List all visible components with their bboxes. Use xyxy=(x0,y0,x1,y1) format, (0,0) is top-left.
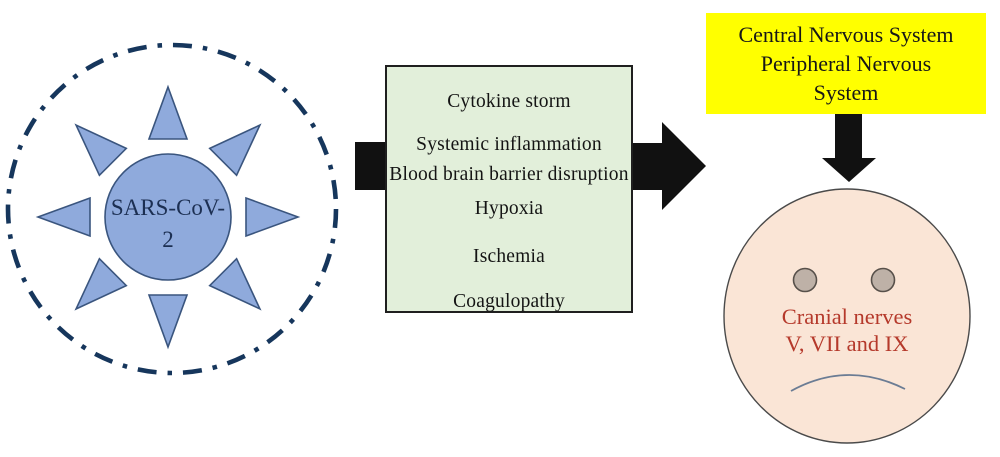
spike-icon xyxy=(74,123,128,177)
spike-icon xyxy=(74,257,128,311)
mechanism-ischemia: Ischemia xyxy=(473,246,545,267)
connector-shaft xyxy=(355,142,386,190)
spike-icon xyxy=(35,196,91,238)
mechanisms-box: Cytokine storm Systemic inflammation Blo… xyxy=(385,65,633,313)
frown-mouth-icon xyxy=(790,374,906,392)
mechanism-systemic-inflammation: Systemic inflammation xyxy=(416,134,602,155)
mechanism-hypoxia: Hypoxia xyxy=(474,198,544,219)
spike-icon xyxy=(147,84,189,140)
arrow-down-icon xyxy=(822,114,876,182)
arrow-right-icon xyxy=(633,122,706,210)
spike-icon xyxy=(147,294,189,350)
cns-line-1: Central Nervous System xyxy=(738,22,954,47)
virus-label-line1: SARS-CoV- xyxy=(111,195,225,220)
spike-icon xyxy=(208,123,262,177)
cns-line-3: System xyxy=(813,80,879,105)
mechanism-bbb-disruption: Blood brain barrier disruption xyxy=(389,164,629,185)
virus-graphic: SARS-CoV- 2 xyxy=(5,42,339,376)
spike-icon xyxy=(245,196,301,238)
mechanism-coagulopathy: Coagulopathy xyxy=(453,291,565,312)
dashed-circle xyxy=(5,42,339,376)
cns-pns-box: Central Nervous System Peripheral Nervou… xyxy=(706,13,986,114)
cranial-nerves-line2: V, VII and IX xyxy=(785,331,909,356)
virus-label-line2: 2 xyxy=(162,227,174,252)
cranial-nerves-label: Cranial nerves V, VII and IX xyxy=(745,303,949,357)
face-circle xyxy=(723,188,971,444)
virus-spikes xyxy=(35,84,301,350)
left-eye-icon xyxy=(792,267,818,293)
right-eye-icon xyxy=(870,267,896,293)
mechanism-cytokine-storm: Cytokine storm xyxy=(447,91,571,112)
cns-line-2: Peripheral Nervous xyxy=(760,51,932,76)
virus-body-circle xyxy=(104,153,232,281)
face-graphic xyxy=(723,188,971,444)
cranial-nerves-line1: Cranial nerves xyxy=(781,304,913,329)
spike-icon xyxy=(208,257,262,311)
